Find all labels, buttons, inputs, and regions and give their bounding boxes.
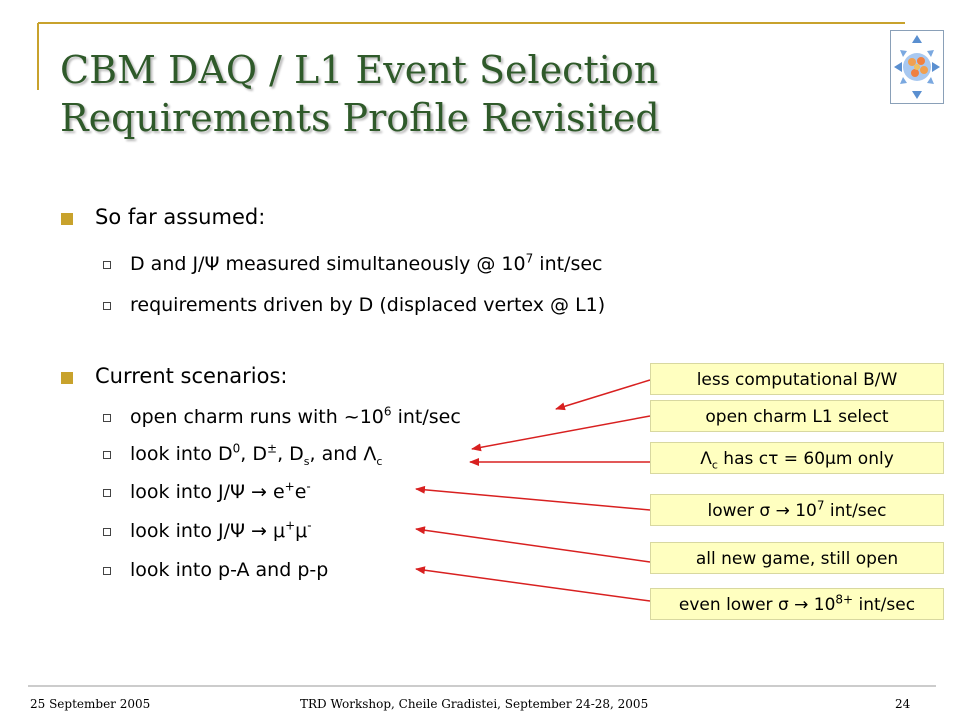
note-text-b: int/sec <box>824 501 887 521</box>
note-text-a: Λ <box>700 449 712 469</box>
note-lower-sigma: lower σ → 107 int/sec <box>650 494 944 526</box>
subbullet-sup-1: 0 <box>232 441 241 456</box>
bullet-so-far-assumed: So far assumed: <box>61 205 266 229</box>
subbullet-pa-pp: look into p-A and p-p <box>103 559 329 581</box>
title-line-2: Requirements Profile Revisited <box>60 96 660 140</box>
note-text-b: int/sec <box>853 595 916 615</box>
subbullet-text: requirements driven by D (displaced vert… <box>130 294 606 316</box>
note-computational-bw: less computational B/W <box>650 363 944 395</box>
bullet-current-scenarios: Current scenarios: <box>61 364 288 388</box>
arrow-4 <box>415 485 651 511</box>
subbullet-open-charm-runs: open charm runs with ~106 int/sec <box>103 404 461 428</box>
subbullet-text-a: open charm runs with ~10 <box>130 406 384 428</box>
subbullet-square-icon <box>103 302 111 310</box>
subbullet-jpsi-mumu: look into J/Ψ → μ+μ- <box>103 518 312 542</box>
note-text: open charm L1 select <box>705 407 889 427</box>
footer-event: TRD Workshop, Cheile Gradistei, Septembe… <box>300 697 649 711</box>
cbm-logo-icon <box>890 30 944 104</box>
subbullet-sup-1: + <box>285 518 296 533</box>
note-all-new-game: all new game, still open <box>650 542 944 574</box>
arrow-5 <box>415 526 651 563</box>
subbullet-text-a: look into D <box>130 443 233 465</box>
note-lambda-c: Λc has cτ = 60μm only <box>650 442 944 474</box>
subbullet-text-d: , and Λ <box>309 443 377 465</box>
subbullet-text-a: look into J/Ψ → μ <box>130 520 286 542</box>
bullet-text: So far assumed: <box>95 205 266 229</box>
subbullet-sup-2: ± <box>267 441 278 456</box>
page-title: CBM DAQ / L1 Event Selection Requirement… <box>60 46 860 142</box>
cbm-logo-graphic <box>894 35 940 99</box>
footer-page-number: 24 <box>895 697 911 711</box>
note-text-b: has cτ = 60μm only <box>717 449 894 469</box>
subbullet-sub-2: c <box>376 454 383 468</box>
subbullet-look-into-d: look into D0, D±, Ds, and Λc <box>103 441 383 468</box>
subbullet-square-icon <box>103 528 111 536</box>
subbullet-sup: 6 <box>383 404 392 419</box>
subbullet-text-b: int/sec <box>391 406 461 428</box>
subbullet-text: look into p-A and p-p <box>130 559 329 581</box>
subbullet-square-icon <box>103 567 111 575</box>
note-even-lower-sigma: even lower σ → 108+ int/sec <box>650 588 944 620</box>
arrow-6 <box>415 566 651 602</box>
subbullet-sup-2: - <box>306 479 311 494</box>
subbullet-text-b: , D <box>240 443 267 465</box>
subbullet-text-c: , D <box>277 443 304 465</box>
bullet-square-icon <box>61 213 73 225</box>
note-sup: 8+ <box>835 592 854 607</box>
subbullet-sub-1: s <box>303 454 310 468</box>
arrow-2 <box>471 415 651 452</box>
note-text-a: lower σ → 10 <box>707 501 817 521</box>
note-text: less computational B/W <box>696 370 898 390</box>
footer-date: 25 September 2005 <box>30 697 151 711</box>
subbullet-sup: 7 <box>525 251 534 266</box>
subbullet-text-b: μ <box>295 520 308 542</box>
note-sup: 7 <box>816 498 825 513</box>
subbullet-jpsi-ee: look into J/Ψ → e+e- <box>103 479 311 503</box>
title-line-1: CBM DAQ / L1 Event Selection <box>60 48 659 92</box>
note-sub: c <box>711 458 718 472</box>
note-text-a: even lower σ → 10 <box>678 595 836 615</box>
subbullet-square-icon <box>103 451 111 459</box>
note-open-charm-l1: open charm L1 select <box>650 400 944 432</box>
subbullet-d-jpsi-simultaneous: D and J/Ψ measured simultaneously @ 107 … <box>103 251 603 275</box>
subbullet-square-icon <box>103 489 111 497</box>
arrow-1 <box>555 379 651 411</box>
note-text: all new game, still open <box>695 549 899 569</box>
subbullet-text-b: e <box>294 481 307 503</box>
subbullet-square-icon <box>103 261 111 269</box>
bullet-text: Current scenarios: <box>95 364 288 388</box>
subbullet-text-b: int/sec <box>533 253 603 275</box>
bullet-square-icon <box>61 372 73 384</box>
subbullet-requirements-driven: requirements driven by D (displaced vert… <box>103 294 606 316</box>
subbullet-square-icon <box>103 414 111 422</box>
subbullet-text-a: look into J/Ψ → e <box>130 481 285 503</box>
subbullet-text-a: D and J/Ψ measured simultaneously @ 10 <box>130 253 526 275</box>
subbullet-sup-1: + <box>284 479 295 494</box>
subbullet-sup-2: - <box>307 518 312 533</box>
